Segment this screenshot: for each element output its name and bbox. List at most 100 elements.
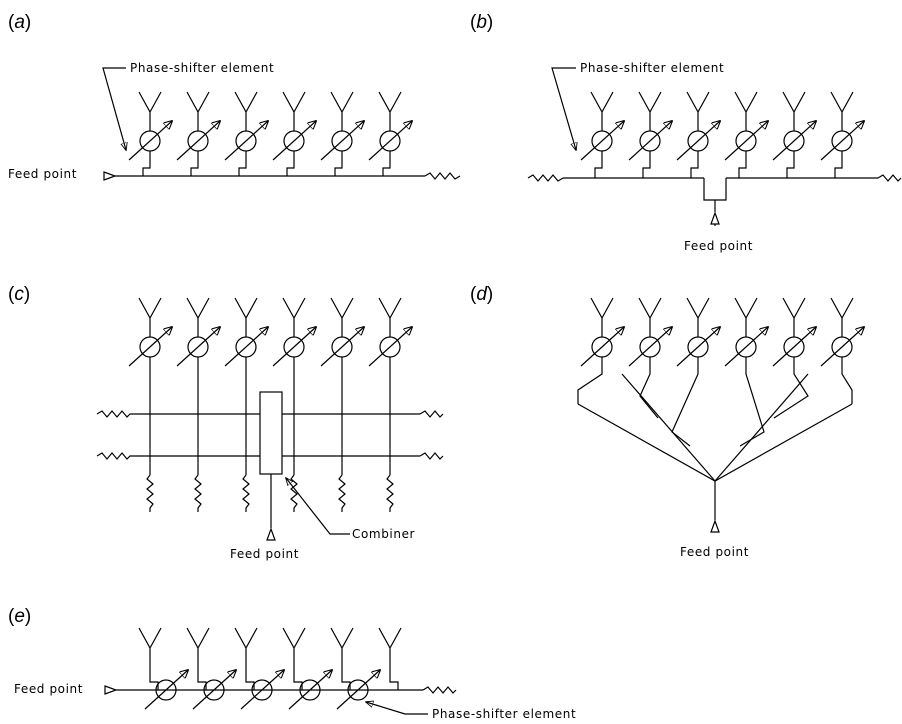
element-coupler [149,648,159,690]
array-element [234,627,284,710]
phase-shifter-arrow [772,327,816,367]
array-element [378,627,402,690]
antenna-icon [282,627,306,650]
phase-shifter-label: Phase-shifter element [580,61,724,75]
bus-load-upper-right [419,410,444,418]
antenna-icon [282,297,306,320]
antenna-icon [138,297,162,320]
tree-branch-left [621,373,716,482]
element-coupler [334,151,343,176]
feed-point-label: Feed point [680,545,749,559]
array-element [128,297,172,512]
element-coupler [594,151,603,178]
phase-shifter-icon [251,679,273,701]
feed-branch [841,357,853,404]
antenna-icon [686,91,710,114]
termination-load [422,686,457,694]
phase-shifter-arrow [192,670,236,710]
element-coupler [238,151,247,176]
panel-d-corporate-feed: Feed point [577,297,864,559]
element-load [386,474,394,512]
array-element [820,297,864,404]
phase-shifter-arrow [272,121,316,161]
phase-shifter-icon [155,679,177,701]
phase-shifter-arrow [224,327,268,367]
array-element [282,627,332,710]
array-element [676,91,720,178]
antenna-icon [378,91,402,114]
antenna-icon [138,627,162,650]
panel-c-matrix-feed: Feed point Combiner [96,297,444,561]
phase-shifter-arrow [676,327,720,367]
array-element [272,297,316,512]
panel-label-d: (d) [470,284,493,305]
antenna-icon [734,91,758,114]
phase-shifter-arrow [224,121,268,161]
element-coupler [245,648,255,690]
feed-point-label: Feed point [684,239,753,253]
panel-a-series-feed: Feed point Phase-shifter element [8,61,461,181]
array-element [671,297,720,447]
element-load [338,474,346,512]
array-element [272,91,316,176]
antenna-icon [830,91,854,114]
array-element [320,91,364,176]
phase-shifter-arrow [272,327,316,367]
antenna-icon [590,297,614,320]
feed-branch [773,357,809,419]
antenna-icon [234,627,258,650]
phase-shifter-icon [299,679,321,701]
phase-shifter-arrow [176,327,220,367]
array-element [330,627,380,710]
phase-shifter-arrow [580,327,624,367]
phase-shifter-label: Phase-shifter element [130,61,274,75]
array-element [724,91,768,178]
feed-point-label: Feed point [14,682,83,696]
feed-point-triangle [710,211,720,225]
phase-shifter-arrow [820,327,864,367]
array-element [320,297,364,512]
antenna-icon [282,91,306,114]
element-coupler [286,151,295,176]
phase-shifter-arrow [336,670,380,710]
phase-shifter-arrow [176,121,220,161]
antenna-icon [186,91,210,114]
combiner-leader [286,478,350,535]
array-element [128,91,172,176]
array-element [368,297,412,512]
antenna-icon [638,297,662,320]
phase-shifter-arrow [368,327,412,367]
feed-point-label: Feed point [230,547,299,561]
phase-shifter-leader [102,67,126,150]
antenna-icon [330,297,354,320]
element-coupler [389,648,399,690]
antenna-icon [590,91,614,114]
antenna-icon [186,297,210,320]
tree-outer-branch [577,403,853,482]
element-coupler [690,151,699,178]
phase-shifter-label: Phase-shifter element [432,707,576,721]
element-coupler [190,151,199,176]
antenna-icon [686,297,710,320]
phase-shifter-arrow [368,121,412,161]
feed-point-label: Feed point [8,167,77,181]
element-coupler [382,151,391,176]
tree-branch-right [714,373,809,482]
phase-shifter-arrow [724,121,768,161]
array-element [138,627,188,710]
feed-branch [577,357,603,404]
phase-shifter-arrow [580,121,624,161]
array-element [772,91,816,178]
element-coupler [786,151,795,178]
array-element [224,297,268,512]
termination-load-right [877,174,902,182]
panel-label-e: (e) [8,606,31,627]
antenna-icon [186,627,210,650]
feed-point-triangle [266,527,276,541]
phase-shifter-arrow [288,670,332,710]
feed-branch [639,357,659,419]
termination-load-left [527,174,564,182]
element-load [290,474,298,512]
panel-b-center-fed-series: Phase-shifter element Feed point [527,61,902,253]
